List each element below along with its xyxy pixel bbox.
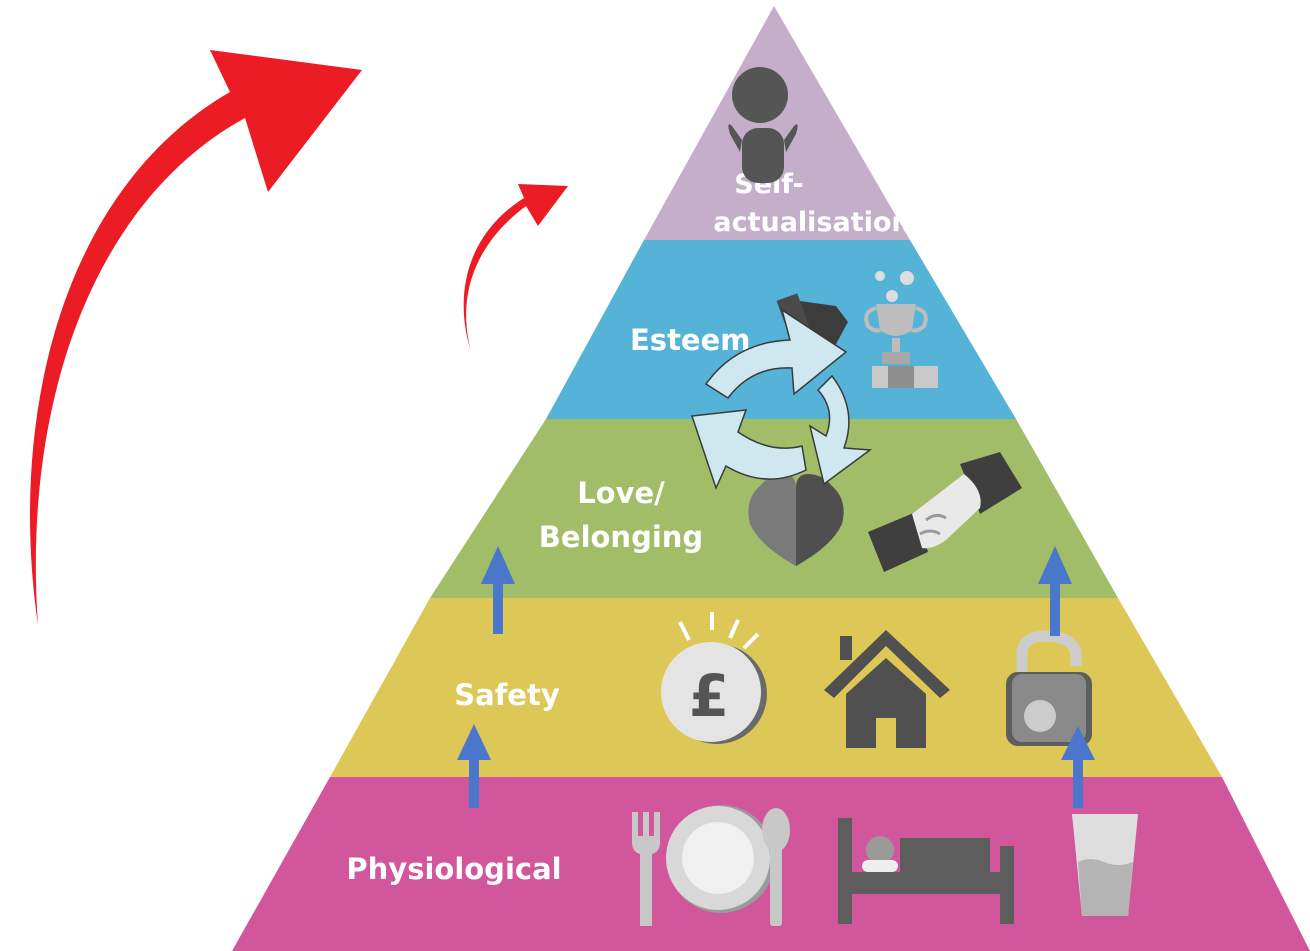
pyramid: [232, 6, 1310, 951]
cycle-arrows-icon: [690, 308, 873, 491]
bed-icon: [838, 818, 1014, 924]
label-love-line2: Belonging: [539, 520, 703, 554]
svg-text:£: £: [689, 662, 729, 730]
level-esteem: [546, 240, 1016, 419]
label-love-line1: Love/: [577, 476, 665, 510]
label-self-actualisation-line2: actualisation: [713, 207, 910, 238]
fork-plate-spoon-icon: [632, 805, 790, 926]
pound-coin-icon: £: [661, 612, 767, 744]
trophy-icon: [864, 271, 938, 388]
label-safety: Safety: [454, 678, 560, 712]
level-safety: [330, 598, 1222, 777]
up-arrow-right-lower-icon: [1061, 726, 1095, 808]
progress-arrow-small-icon: [463, 184, 568, 352]
label-esteem: Esteem: [630, 323, 751, 357]
level-self-actualisation: [644, 6, 910, 240]
step-arrows: [457, 546, 1095, 808]
up-arrow-left-lower-icon: [457, 724, 491, 808]
progress-arrow-large-icon: [29, 50, 363, 625]
padlock-icon: [1006, 630, 1092, 746]
handshake-icon: [868, 452, 1022, 572]
house-icon: [824, 630, 950, 748]
up-arrow-left-upper-icon: [481, 546, 515, 634]
glass-of-water-icon: [1072, 814, 1138, 916]
heart-icon: [748, 474, 844, 566]
label-physiological: Physiological: [346, 852, 561, 886]
up-arrow-right-upper-icon: [1038, 546, 1072, 636]
person-arms-open-icon: [728, 67, 798, 183]
